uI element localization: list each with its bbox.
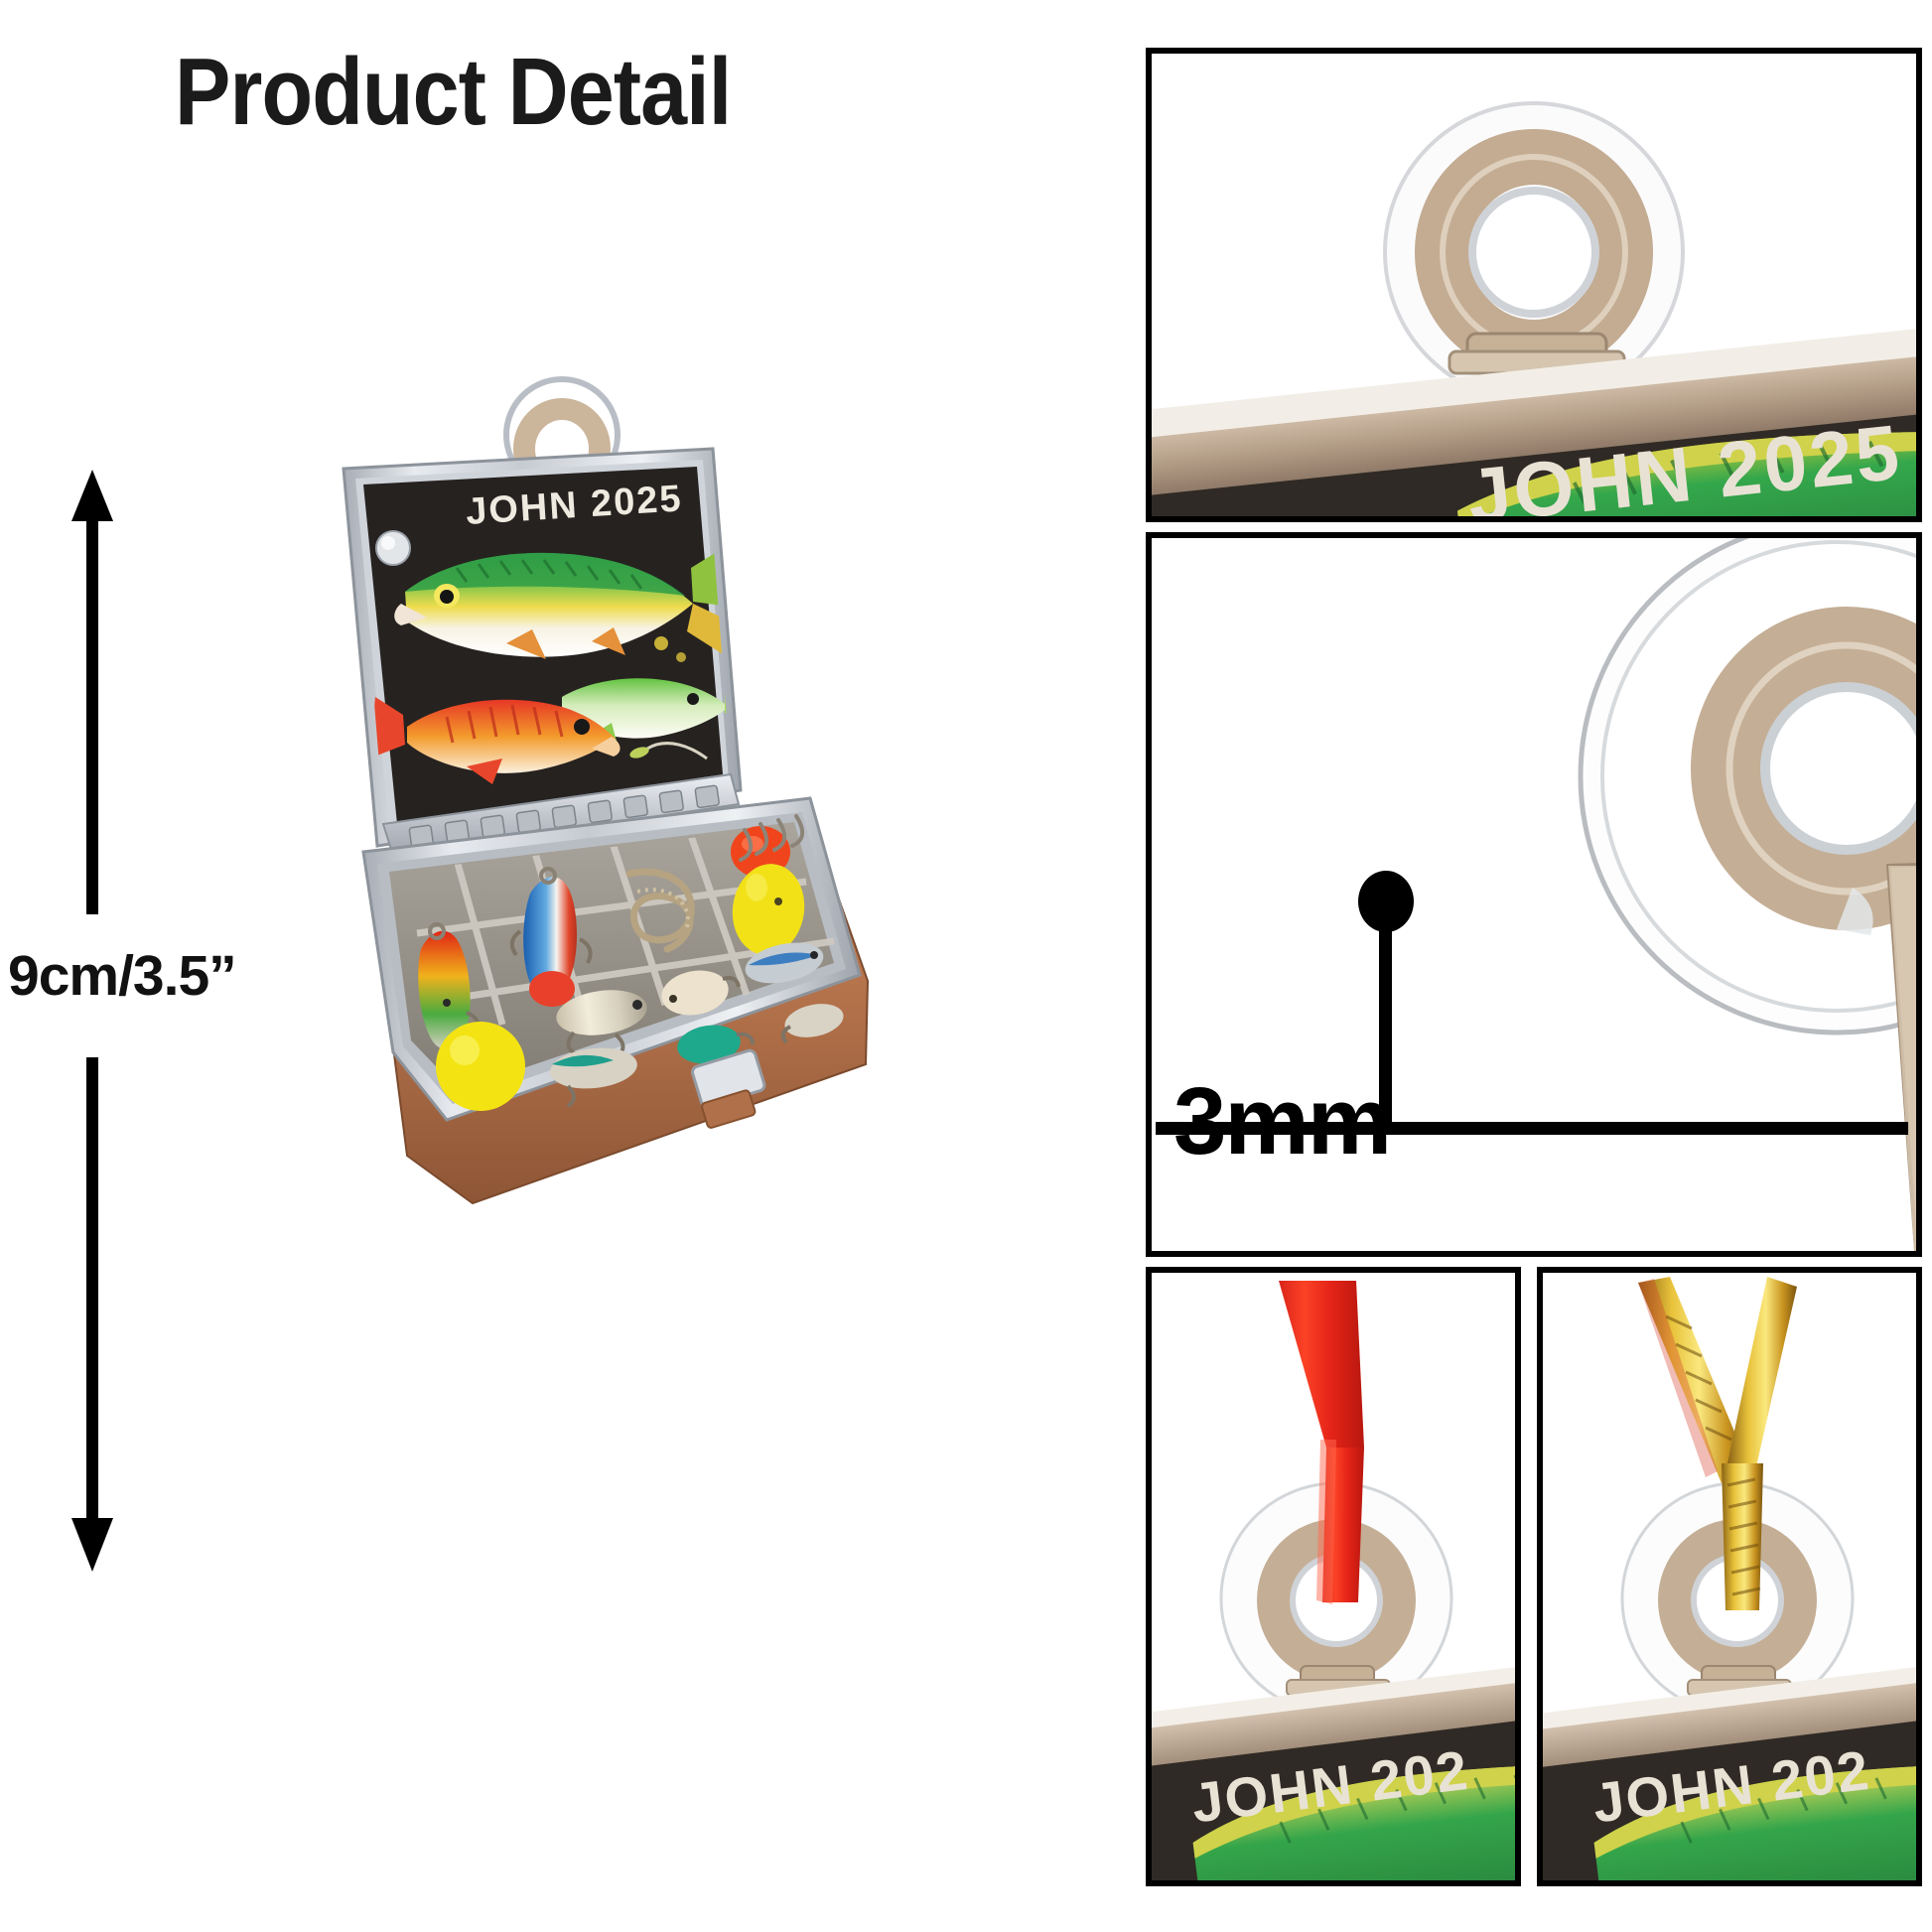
tin-base [361,796,870,1205]
lure-cream-jig [661,970,741,1016]
lure-yellow-ball [436,1022,525,1111]
detail-panel-ring-thickness [1146,532,1922,1257]
hooks-assortment [739,814,804,862]
callout-leader [1156,871,1908,1135]
callout-label-3mm: 3mm [1173,1068,1392,1174]
dimension-indicator [0,452,258,1603]
lure-silver-blue-minnow [745,942,824,984]
lid-art-redfish [369,697,621,784]
lid-art-accents [629,636,708,760]
tin-lid: JOHN 2025 [342,447,743,848]
detail-panel-hanger-nameplate: JOHN 2025 [1146,48,1922,522]
lure-teal-minnow [550,1047,637,1108]
detail-panel-gold-cord: JOHN 202 [1537,1267,1922,1886]
lure-teal-jig [677,1025,755,1064]
product-photo: JOHN 2025 [298,357,933,1301]
dimension-arrow-bottom [71,1057,113,1572]
detail-panel-red-ribbon: JOHN 202 [1146,1267,1521,1886]
latch [690,1048,766,1129]
lure-red-tip [780,1004,844,1044]
bead-chain [625,868,695,953]
dimension-arrow-top [71,470,113,914]
hinge [381,772,741,858]
dimension-label: 9cm/3.5” [8,944,237,1008]
page-title: Product Detail [175,39,732,145]
lure-blue-plug [509,867,593,1007]
